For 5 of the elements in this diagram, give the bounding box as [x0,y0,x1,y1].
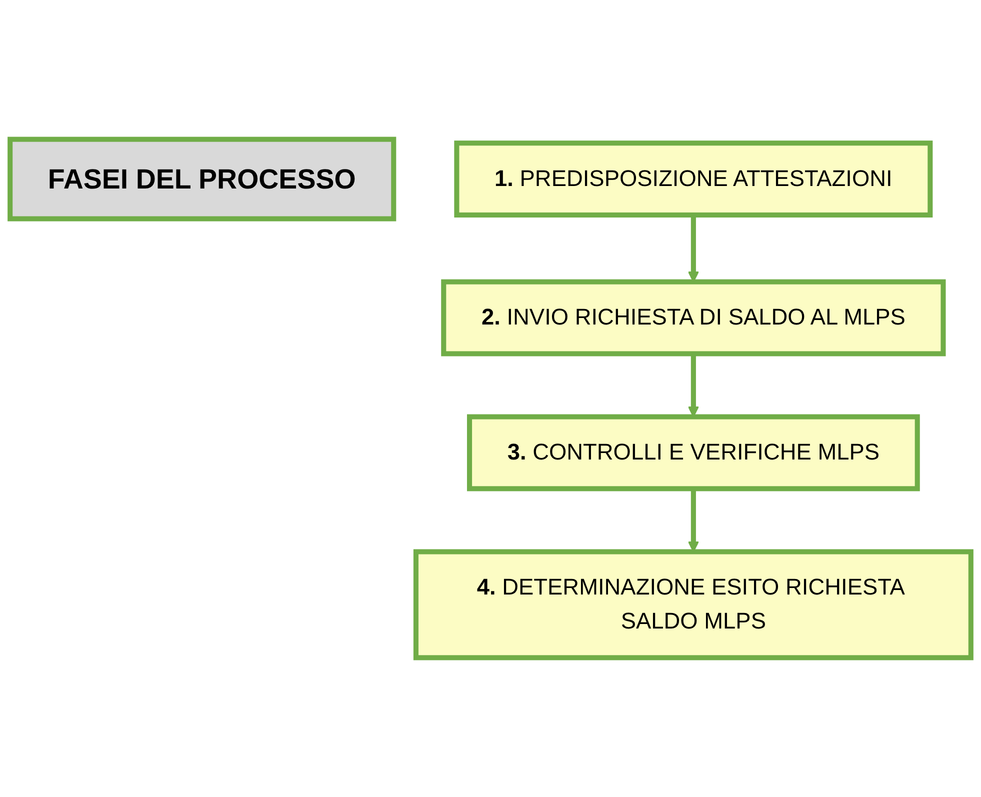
node-box: FASEI DEL PROCESSO [8,136,396,222]
node-box: 4. DETERMINAZIONE ESITO RICHIESTA SALDO MLPS [413,549,974,660]
node-box: 1. PREDISPOSIZIONE ATTESTAZIONI [454,140,933,218]
node-box: 2. INVIO RICHIESTA DI SALDO AL MLPS [441,279,946,356]
node-box: 3. CONTROLLI E VERIFICHE MLPS [467,414,920,492]
